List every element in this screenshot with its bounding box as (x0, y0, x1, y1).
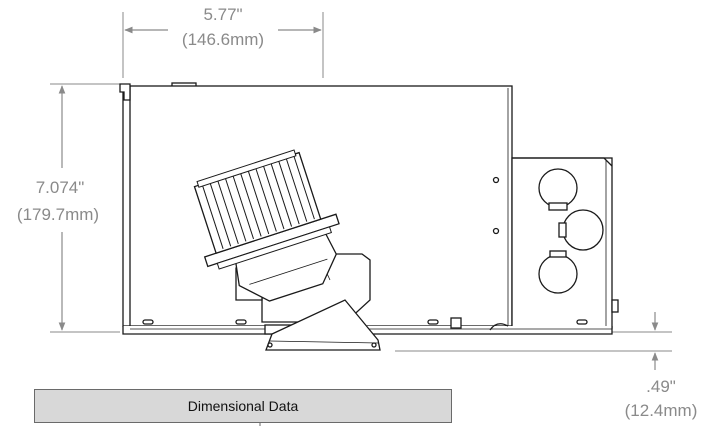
dimensional-data-header: Dimensional Data (34, 389, 452, 423)
led-flange-lower (216, 226, 333, 270)
junction-box-lid-edge (512, 157, 613, 167)
dimensional-data-label: Dimensional Data (187, 398, 299, 414)
height-mm-label: (179.7mm) (17, 205, 99, 224)
trim-dimension: .49" (12.4mm) (395, 312, 697, 420)
slot-far-right (576, 319, 588, 325)
junction-box-screw (611, 299, 619, 313)
knockout-middle (562, 209, 604, 251)
knockout-top (538, 168, 578, 208)
width-dimension: 5.77" (146.6mm) (122, 5, 324, 78)
reflector-inner-edge (249, 258, 328, 285)
trim-mm-label: (12.4mm) (625, 401, 698, 420)
led-module (193, 149, 340, 302)
heat-sink-top-cap (196, 149, 297, 188)
knockout-middle-tab (558, 222, 567, 238)
trim-ring-body (265, 299, 381, 351)
knockout-top-tab (548, 202, 568, 211)
knockout-bottom (538, 254, 578, 294)
trim-ring-screw-right (371, 342, 377, 348)
height-dimension: 7.074" (179.7mm) (17, 83, 122, 333)
junction-box (511, 157, 619, 329)
trim-ring-lip (269, 340, 379, 344)
heat-sink-fins (202, 156, 315, 249)
trim-ring (265, 299, 381, 351)
slot-right (427, 319, 439, 325)
bottom-wire (489, 323, 509, 331)
slot-center (235, 319, 247, 325)
height-inches-label: 7.074" (36, 178, 85, 197)
slot-left (142, 319, 154, 325)
trim-ring-screw-left (267, 342, 273, 348)
width-inches-label: 5.77" (203, 5, 242, 24)
rivet-upper (492, 176, 500, 184)
rivet-lower (492, 227, 500, 235)
trim-inches-label: .49" (646, 377, 676, 396)
width-mm-label: (146.6mm) (182, 30, 264, 49)
knockout-bottom-tab (549, 250, 567, 258)
bottom-nut (450, 317, 462, 329)
housing-clip (119, 83, 131, 101)
